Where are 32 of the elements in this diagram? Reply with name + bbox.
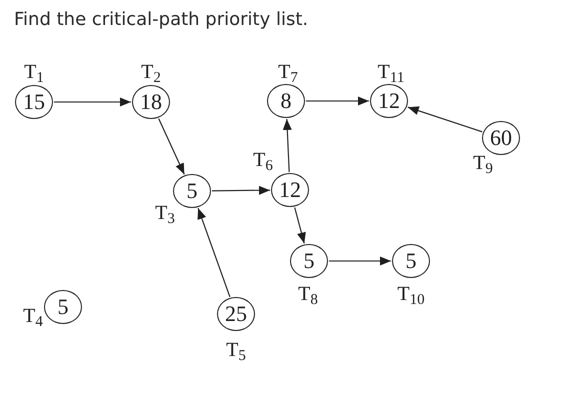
arrow [212,186,270,195]
task-label: T$_{6}$ [253,150,273,170]
task-label: T$_{4}$ [23,306,43,326]
task-label: T$_{2}$ [141,62,161,82]
task-circle: 25 [217,297,255,331]
arrow [306,96,369,106]
arrow [294,207,306,244]
task-circle: 12 [271,173,309,207]
task-circle: 5 [290,244,328,278]
task-circle: 12 [370,84,408,118]
task-label: T$_{1}$ [24,62,44,82]
task-circle: 5 [392,244,430,278]
arrow [158,118,185,175]
task-circle: 5 [173,174,211,208]
task-label: T$_{10}$ [397,284,425,304]
task-circle: 5 [44,290,82,324]
task-label: T$_{9}$ [473,153,493,173]
arrow [408,106,482,132]
arrow [282,118,292,172]
task-label: T$_{3}$ [155,203,175,223]
arrow [198,208,230,298]
arrow [54,98,131,106]
task-label: T$_{8}$ [298,284,318,304]
task-label: T$_{5}$ [226,340,246,360]
task-circle: 60 [482,121,520,155]
task-label: T$_{7}$ [278,62,298,82]
task-circle: 8 [267,84,305,118]
task-circle: 15 [15,85,53,119]
task-label: T$_{11}$ [378,62,404,82]
title: Find the critical-path priority list. [14,8,308,32]
arrow [329,256,391,266]
task-circle: 18 [132,85,170,119]
